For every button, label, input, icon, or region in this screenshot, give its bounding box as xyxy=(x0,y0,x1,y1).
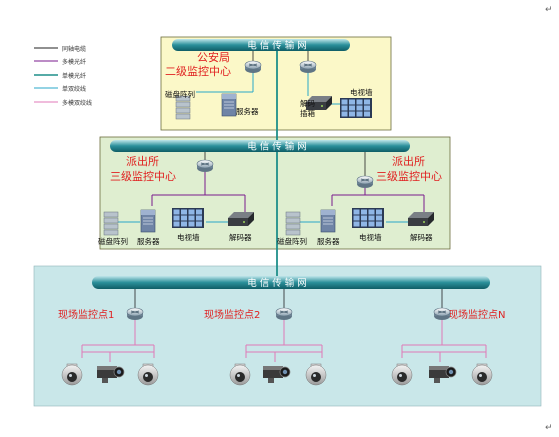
site-label: 现场监控点1 xyxy=(58,308,114,321)
station-title-line1: 派出所 xyxy=(126,154,159,168)
station-left: 派出所 三级监控中心 磁盘阵列 服务器 电视墙 解码器 xyxy=(98,152,254,246)
site-label: 现场监控点2 xyxy=(204,308,260,321)
legend-label-single-twisted: 单双绞线 xyxy=(62,85,86,93)
router-icon xyxy=(433,307,451,321)
field-region xyxy=(33,265,542,407)
server-icon xyxy=(221,93,237,117)
center-decoder-label-line1: 解码 xyxy=(300,98,315,108)
center-disk-label: 磁盘阵列 xyxy=(165,89,195,99)
legend-label-multimode-twisted: 多模双绞线 xyxy=(62,99,92,107)
network-bar-label: 电 信 传 输 网 xyxy=(247,40,307,52)
station-title-line2: 三级监控中心 xyxy=(376,169,442,183)
legend: 同轴电缆 多模光纤 单模光纤 单双绞线 多模双绞线 xyxy=(34,45,92,107)
station-tv-wall-label: 电视墙 xyxy=(359,232,382,242)
station-region xyxy=(99,136,451,250)
center-server-label: 服务器 xyxy=(236,106,259,116)
network-bar-station: 电 信 传 输 网 xyxy=(110,140,410,153)
station-server-label: 服务器 xyxy=(317,236,340,246)
field-site-n: 现场监控点N xyxy=(391,289,505,386)
network-bar-label: 电 信 传 输 网 xyxy=(247,277,307,289)
paragraph-mark: ↵ xyxy=(545,5,553,15)
station-title-line2: 三级监控中心 xyxy=(110,169,176,183)
station-server-label: 服务器 xyxy=(137,236,160,246)
center-title-line2: 二级监控中心 xyxy=(165,64,231,78)
station-tv-wall-label: 电视墙 xyxy=(177,232,200,242)
tv-wall-icon xyxy=(172,208,204,228)
legend-label-coax: 同轴电缆 xyxy=(62,45,86,53)
router-icon xyxy=(196,159,214,173)
legend-label-singlemode-fiber: 单模光纤 xyxy=(62,72,86,80)
station-right: 派出所 三级监控中心 磁盘阵列 服务器 电视墙 解码器 xyxy=(277,152,442,246)
server-icon xyxy=(320,209,336,233)
center-decoder-label-line2: 插箱 xyxy=(300,108,315,118)
server-icon xyxy=(140,209,156,233)
paragraph-mark: ↵ xyxy=(545,423,553,433)
center-tv-wall-label: 电视墙 xyxy=(350,87,373,97)
network-bar-field: 电 信 传 输 网 xyxy=(92,276,490,289)
router-icon xyxy=(126,307,144,321)
decoder-icon xyxy=(228,212,254,226)
network-bar-center: 电 信 传 输 网 xyxy=(172,39,350,52)
router-icon xyxy=(299,60,317,74)
tv-wall-icon xyxy=(352,208,384,228)
station-disk-label: 磁盘阵列 xyxy=(277,236,307,246)
network-bar-label: 电 信 传 输 网 xyxy=(247,141,307,153)
station-decoder-label: 解码器 xyxy=(229,232,252,242)
decoder-icon xyxy=(408,212,434,226)
station-disk-label: 磁盘阵列 xyxy=(98,236,128,246)
center-title-line1: 公安局 xyxy=(197,50,230,64)
router-icon xyxy=(244,60,262,74)
tv-wall-icon xyxy=(340,98,372,118)
legend-label-multimode-fiber: 多模光纤 xyxy=(62,58,86,66)
site-label: 现场监控点N xyxy=(448,308,505,321)
router-icon xyxy=(275,307,293,321)
center-2nd-level: 公安局 二级监控中心 磁盘阵列 服务器 解码 插箱 电视墙 xyxy=(165,50,373,120)
field-site-2: 现场监控点2 xyxy=(204,289,327,386)
router-icon xyxy=(356,175,374,189)
field-site-1: 现场监控点1 xyxy=(58,289,159,386)
station-title-line1: 派出所 xyxy=(392,154,425,168)
station-decoder-label: 解码器 xyxy=(410,232,433,242)
